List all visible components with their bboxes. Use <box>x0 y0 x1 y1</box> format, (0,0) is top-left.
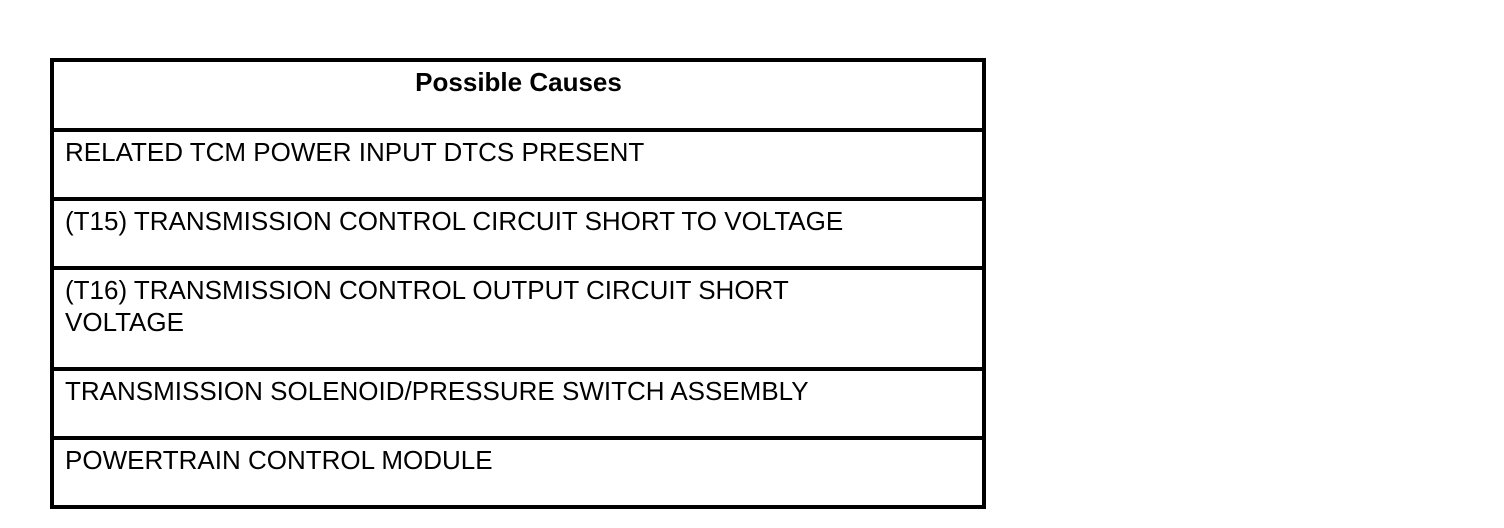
table-header-possible-causes: Possible Causes <box>52 60 984 132</box>
cause-cell: TRANSMISSION SOLENOID/PRESSURE SWITCH AS… <box>52 369 984 440</box>
table-header-row: Possible Causes <box>52 60 984 132</box>
cause-cell: (T16) TRANSMISSION CONTROL OUTPUT CIRCUI… <box>52 268 984 371</box>
cause-cell: RELATED TCM POWER INPUT DTCS PRESENT <box>52 130 984 201</box>
possible-causes-table: Possible Causes RELATED TCM POWER INPUT … <box>50 58 986 509</box>
table-row: (T16) TRANSMISSION CONTROL OUTPUT CIRCUI… <box>52 268 984 371</box>
table-row: TRANSMISSION SOLENOID/PRESSURE SWITCH AS… <box>52 369 984 440</box>
table-row: POWERTRAIN CONTROL MODULE <box>52 438 984 507</box>
table-row: RELATED TCM POWER INPUT DTCS PRESENT <box>52 130 984 201</box>
cause-cell: (T15) TRANSMISSION CONTROL CIRCUIT SHORT… <box>52 199 984 270</box>
cause-cell: POWERTRAIN CONTROL MODULE <box>65 445 493 475</box>
table-row: (T15) TRANSMISSION CONTROL CIRCUIT SHORT… <box>52 199 984 270</box>
